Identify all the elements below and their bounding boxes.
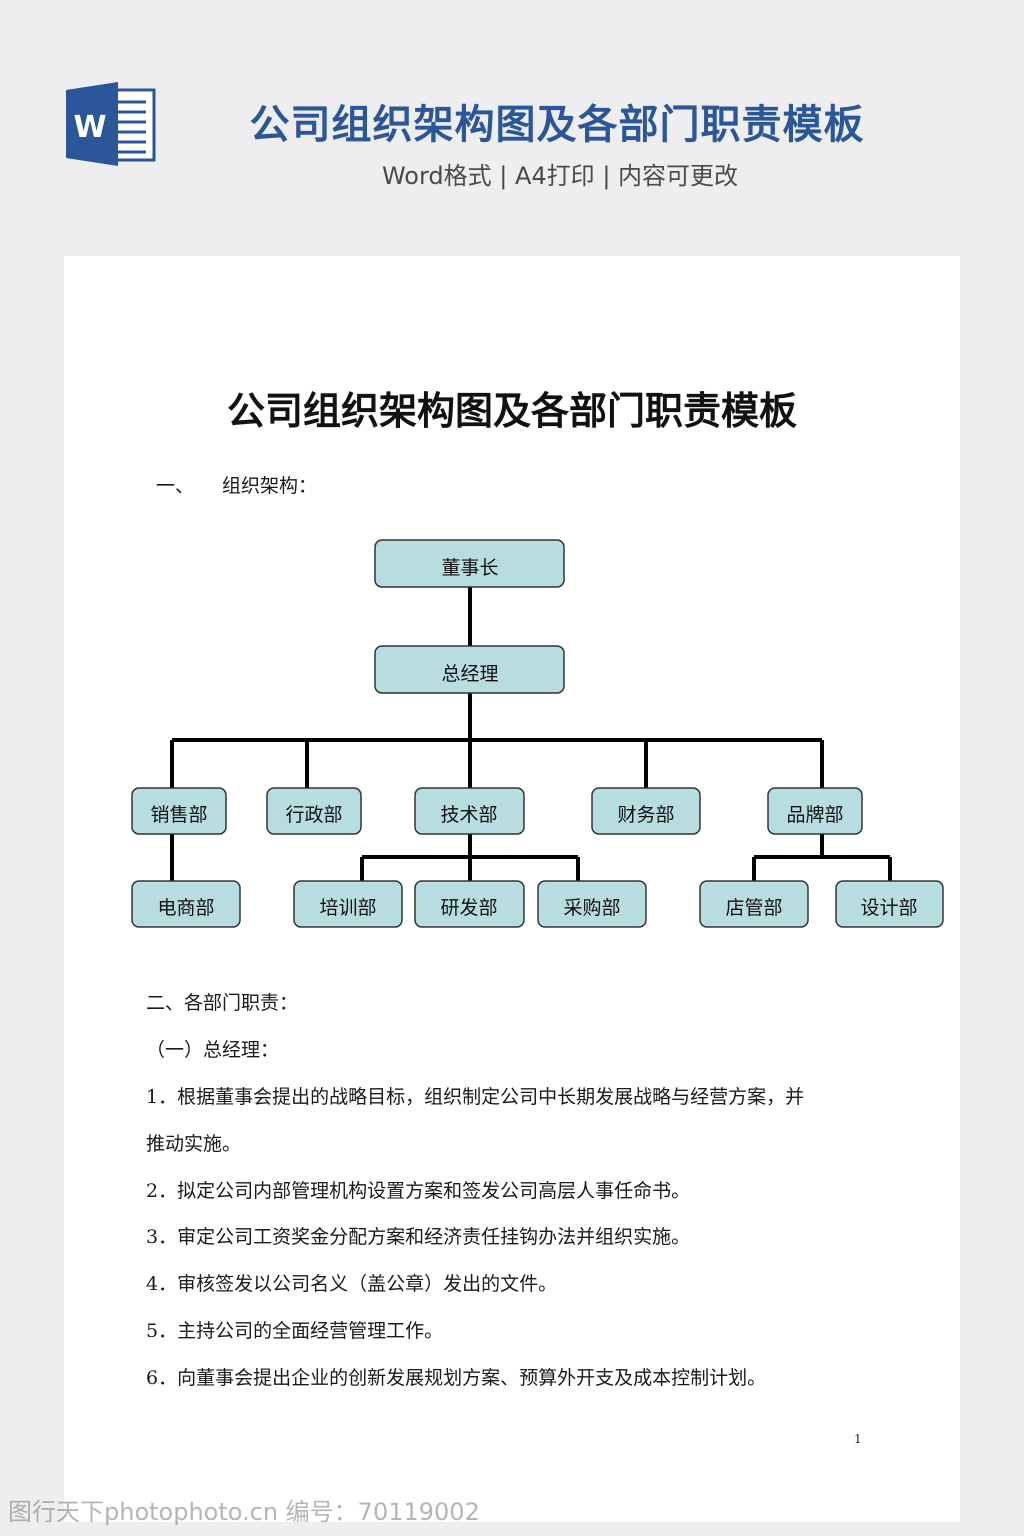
node-sales-label: 销售部 [150,804,207,826]
duty-line: 3．审定公司工资奖金分配方案和经济责任挂钩办法并组织实施。 [146,1226,691,1248]
connector-lines [170,587,892,881]
node-chairman: 董事长 [374,539,565,588]
duty-line: 2．拟定公司内部管理机构设置方案和签发公司高层人事任命书。 [146,1180,691,1202]
node-tech: 技术部 [414,787,525,835]
word-icon: W [66,82,156,166]
node-sales: 销售部 [131,787,227,835]
section1-label: 组织架构： [222,475,318,497]
node-tech-label: 技术部 [440,804,497,826]
document-title: 公司组织架构图及各部门职责模板 [226,388,797,433]
page-number: 1 [854,1432,862,1446]
node-admin: 行政部 [266,787,362,835]
header-subtitle: Word格式 | A4打印 | 内容可更改 [381,162,739,190]
node-training-label: 培训部 [319,897,376,919]
duty-line: 推动实施。 [146,1133,242,1155]
watermark-text: 图行天下photophoto.cn 编号：70119002 [8,1498,480,1526]
header-title: 公司组织架构图及各部门职责模板 [249,102,865,148]
document-page: 公司组织架构图及各部门职责模板 一、 组织架构： 董事长 [64,256,960,1522]
node-training: 培训部 [293,880,403,928]
node-chairman-label: 董事长 [441,557,498,579]
duty-line: 5．主持公司的全面经营管理工作。 [146,1320,444,1342]
node-ecommerce-label: 电商部 [157,897,214,919]
section1-heading: 一、 组织架构： [156,471,317,498]
node-rnd-label: 研发部 [440,897,497,919]
subsection1-heading: （一）总经理： [146,1039,280,1061]
duty-line: 6．向董事会提出企业的创新发展规划方案、预算外开支及成本控制计划。 [146,1367,767,1389]
node-finance: 财务部 [591,787,701,835]
section2-heading: 二、各部门职责： [146,992,299,1014]
node-purchasing: 采购部 [537,880,647,928]
node-general-manager: 总经理 [374,645,565,694]
node-purchasing-label: 采购部 [563,897,620,919]
node-finance-label: 财务部 [617,804,674,826]
node-store-mgmt-label: 店管部 [725,897,782,919]
duty-line: 4．审核签发以公司名义（盖公章）发出的文件。 [146,1273,558,1295]
word-icon-letter: W [73,110,106,145]
section1-number: 一、 [156,475,195,497]
node-design-label: 设计部 [860,897,917,919]
node-brand: 品牌部 [767,787,863,835]
node-general-manager-label: 总经理 [441,663,498,685]
org-chart: 董事长 总经理 销售部 行政部 技术部 财务部 品牌部 电商部 [131,539,944,928]
node-admin-label: 行政部 [285,804,342,826]
node-design: 设计部 [835,880,944,928]
node-store-mgmt: 店管部 [699,880,809,928]
duty-line: 1．根据董事会提出的战略目标，组织制定公司中长期发展战略与经营方案，并 [146,1086,805,1108]
node-ecommerce: 电商部 [131,880,241,928]
node-brand-label: 品牌部 [786,804,843,826]
node-rnd: 研发部 [414,880,525,928]
